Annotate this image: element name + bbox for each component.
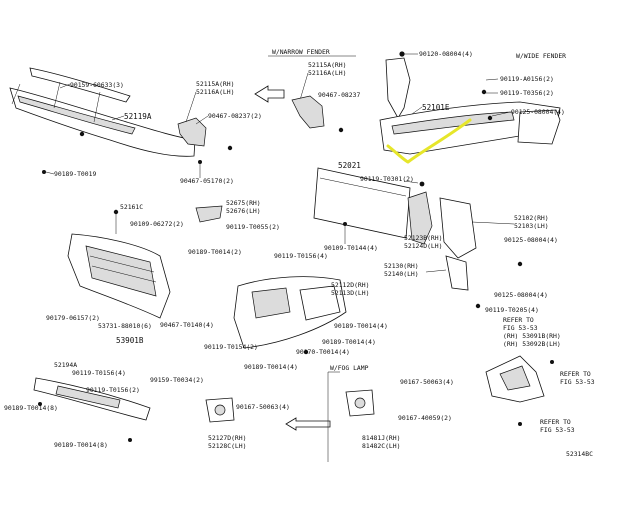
label-53731: 53731-88010(6) xyxy=(98,322,152,330)
highlight-annotation xyxy=(386,118,472,164)
bracket-52123b xyxy=(407,191,523,309)
arrow-narrow-fender xyxy=(254,85,285,103)
note-refer-upper-3: (RH) 53091B(RH) xyxy=(503,332,561,340)
note-wide-fender: W/WIDE FENDER xyxy=(516,52,566,60)
note-refer-upper-1: REFER TO xyxy=(503,316,534,324)
fog-cover-52127d xyxy=(205,397,235,423)
label-90467-08237b: 90467-08237 xyxy=(318,91,360,99)
label-90167-40059: 90167-40059(2) xyxy=(398,414,452,422)
label-53901b: 53901B xyxy=(116,336,144,345)
plate-52021 xyxy=(313,167,411,239)
label-90120-08004: 90120-08004(4) xyxy=(419,50,473,58)
label-90189-t0014: 90189-T0014(4) xyxy=(334,322,388,330)
note-refer-lower-4: FIG 53-53 xyxy=(540,426,575,434)
note-refer-upper-2: FIG 53-53 xyxy=(503,324,538,332)
label-90109-06272: 90109-06272(2) xyxy=(130,220,184,228)
label-90467-05170: 90467-05170(2) xyxy=(180,177,234,185)
label-90119-t0156c: 90119-T0156(2) xyxy=(86,386,140,394)
label-90167-50063b: 90167-50063(4) xyxy=(400,378,454,386)
note-refer-lower-1: REFER TO xyxy=(560,370,591,378)
label-90170-t0014: 90170-T0014(4) xyxy=(296,348,350,356)
label-52101e: 52101E xyxy=(422,103,450,112)
label-52116a: 52116A(LH) xyxy=(196,88,234,96)
label-52021: 52021 xyxy=(338,161,361,170)
lower-grille-52194a xyxy=(33,377,151,442)
note-fog-lamp: W/FOG LAMP xyxy=(330,364,369,372)
fog-cover-81481j xyxy=(345,389,375,417)
label-81482c: 81482C(LH) xyxy=(362,442,400,450)
label-99159-t0034: 99159-T0034(2) xyxy=(150,376,204,384)
label-90189-t0014-4b: 90189-T0014(4) xyxy=(244,363,298,371)
bracket-52115a xyxy=(177,117,233,164)
label-90109-t0144: 90109-T0144(4) xyxy=(324,244,378,252)
label-90189-t0019: 90189-T0019 xyxy=(54,170,96,178)
label-90125-08004: 90125-08004(4) xyxy=(511,108,565,116)
label-52116a-lh2: 52116A(LH) xyxy=(308,69,346,77)
label-52113d: 52113D(LH) xyxy=(331,289,369,297)
label-90159-60633: 90159-60633(3) xyxy=(70,81,124,89)
label-90189-t0014-4: 90189-T0014(4) xyxy=(322,338,376,346)
grille-53901b xyxy=(67,209,171,319)
label-52103: 52103(LH) xyxy=(514,222,549,230)
brace-assembly xyxy=(485,355,554,426)
arrow-fog-lamp xyxy=(285,417,331,431)
label-52102: 52102(RH) xyxy=(514,214,549,222)
upper-bumper-cover-52119a xyxy=(9,67,196,157)
note-narrow-fender: W/NARROW FENDER xyxy=(272,48,330,56)
label-52115a: 52115A(RH) xyxy=(196,80,234,88)
label-90119-t0205: 90119-T0205(4) xyxy=(485,306,539,314)
lower-bumper-52112d xyxy=(233,276,347,355)
label-52127d: 52127D(RH) xyxy=(208,434,246,442)
label-52123b: 52123B(RH) xyxy=(404,234,442,242)
label-90119-t0154: 90119-T0154(2) xyxy=(204,343,258,351)
label-90119-t0301: 90119-T0301(2) xyxy=(360,175,414,183)
label-90119-t0156: 90119-T0156(4) xyxy=(274,252,328,260)
label-90125-08004c: 90125-08004(4) xyxy=(494,291,548,299)
ref-code: 52314BC xyxy=(566,450,593,458)
label-90119-t0156b: 90119-T0156(4) xyxy=(72,369,126,377)
label-90189-t0014-8: 90189-T0014(8) xyxy=(4,404,58,412)
label-81481j: 81481J(RH) xyxy=(362,434,400,442)
label-90467-t0140: 90467-T0140(4) xyxy=(160,321,214,329)
label-90189-t0014-2: 90189-T0014(2) xyxy=(188,248,242,256)
note-refer-lower-3: REFER TO xyxy=(540,418,571,426)
fog-lamp-bracket xyxy=(327,371,340,462)
label-90167-50063: 90167-50063(4) xyxy=(236,403,290,411)
label-52130: 52130(RH) xyxy=(384,262,419,270)
label-52112d: 52112D(RH) xyxy=(331,281,369,289)
bracket-52115a-narrow xyxy=(291,95,344,133)
note-refer-upper-4: (RH) 53092B(LH) xyxy=(503,340,561,348)
label-52115a-rh2: 52115A(RH) xyxy=(308,61,346,69)
retainer-52101e xyxy=(379,51,561,155)
label-90125-08004b: 90125-08004(4) xyxy=(504,236,558,244)
label-52161c: 52161C xyxy=(120,203,143,211)
label-90119-t0055: 90119-T0055(2) xyxy=(226,223,280,231)
label-90179-06157: 90179-06157(2) xyxy=(46,314,100,322)
bracket-52675 xyxy=(195,205,223,223)
label-90189-t0014-8b: 90189-T0014(8) xyxy=(54,441,108,449)
label-52676: 52676(LH) xyxy=(226,207,261,215)
label-52675: 52675(RH) xyxy=(226,199,261,207)
label-52128c: 52128C(LH) xyxy=(208,442,246,450)
label-90119-t0356: 90119-T0356(2) xyxy=(500,89,554,97)
label-90467-08237: 90467-08237(2) xyxy=(208,112,262,120)
label-52119a: 52119A xyxy=(124,112,152,121)
note-refer-lower-2: FIG 53-53 xyxy=(560,378,595,386)
label-52124d: 52124D(LH) xyxy=(404,242,442,250)
label-52140: 52140(LH) xyxy=(384,270,419,278)
label-52194a: 52194A xyxy=(54,361,77,369)
label-90119-a0156: 90119-A0156(2) xyxy=(500,75,554,83)
